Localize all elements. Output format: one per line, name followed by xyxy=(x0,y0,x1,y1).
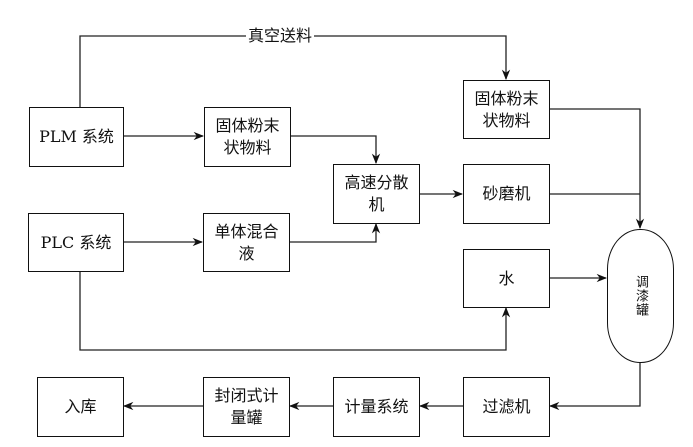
node-monomer-mix: 单体混合液 xyxy=(203,213,290,272)
node-sand-mill: 砂磨机 xyxy=(463,164,550,224)
node-plm-system: PLM 系统 xyxy=(29,107,124,167)
edge-solid-powder-right-to-tank xyxy=(549,108,645,230)
node-label: PLC 系统 xyxy=(40,232,112,252)
node-label: 单体混合液 xyxy=(214,221,279,263)
node-label: 固体粉末状物料 xyxy=(474,88,539,130)
node-solid-powder-left: 固体粉末状物料 xyxy=(204,107,291,167)
node-label: 水 xyxy=(498,268,515,288)
node-sealed-metering-tank: 封闭式计量罐 xyxy=(203,377,290,437)
node-label: 固体粉末状物料 xyxy=(215,116,280,157)
node-label: 砂磨机 xyxy=(482,184,531,203)
edge-monomer-mix-to-disperser xyxy=(290,222,381,243)
node-solid-powder-right: 固体粉末状物料 xyxy=(463,80,550,139)
node-metering-system: 计量系统 xyxy=(333,377,420,437)
node-label: 入库 xyxy=(64,397,97,416)
edge-solid-powder-left-to-disperser xyxy=(290,135,381,165)
node-plc-system: PLC 系统 xyxy=(28,213,124,272)
node-water: 水 xyxy=(463,249,550,308)
node-filter: 过滤机 xyxy=(463,377,550,437)
edge-plm-to-solid-powder-right xyxy=(79,35,511,107)
node-label: 封闭式计量罐 xyxy=(214,386,279,427)
edge-plc-to-water xyxy=(79,271,511,351)
node-label: 高速分散机 xyxy=(344,173,409,214)
node-label: 过滤机 xyxy=(482,397,531,416)
node-paint-tank: 调漆罐 xyxy=(607,229,674,363)
edge-label-vacuum-feed: 真空送料 xyxy=(246,26,315,45)
node-label: PLM 系统 xyxy=(39,127,114,146)
node-high-speed-disperser: 高速分散机 xyxy=(333,164,420,224)
node-label: 计量系统 xyxy=(344,397,409,416)
node-label: 调漆罐 xyxy=(633,275,648,317)
edge-tank-to-filter xyxy=(548,362,641,411)
node-warehouse: 入库 xyxy=(37,377,124,437)
